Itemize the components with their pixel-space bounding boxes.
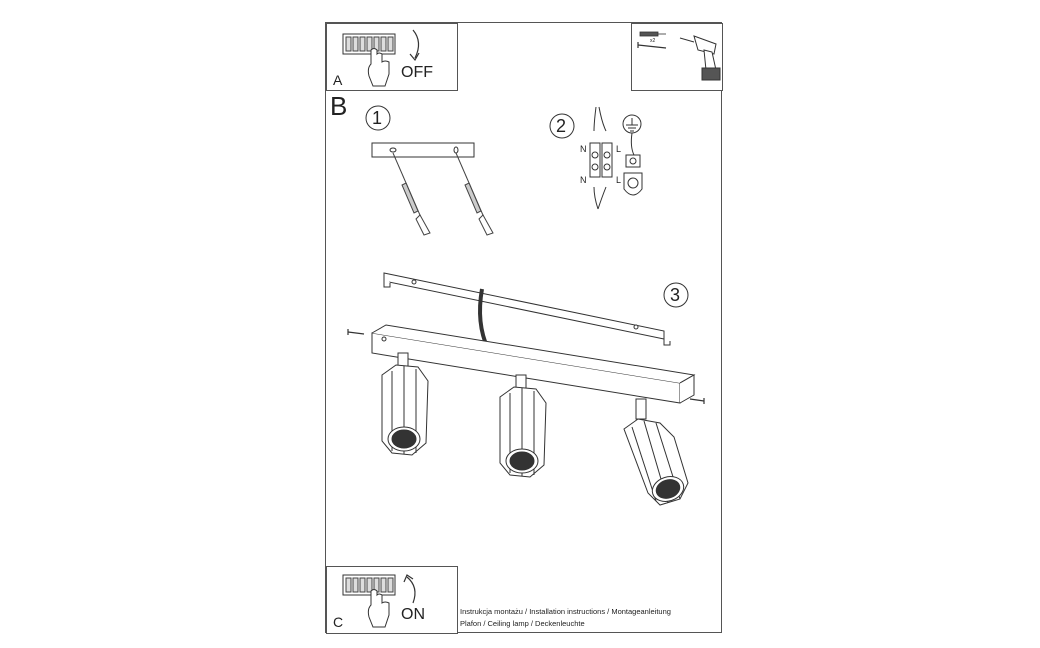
screw-icon [392,152,494,236]
spotlight-right [623,398,689,506]
instruction-sheet: A OFF x2 B 1 2 3 [325,22,723,634]
mounting-plate [371,142,475,158]
hand-icon [367,48,390,87]
lamp-body [371,324,696,404]
screw-icon [637,42,667,49]
anchor-count-label: x2 [650,38,656,44]
wall-plug-icon [639,31,666,37]
wire-label-l-bottom: L [616,175,622,185]
terminal-block-icon [589,106,613,210]
arrow-up-icon [403,574,416,604]
mounting-bar [383,272,671,346]
step-1-drawing [371,142,494,236]
step-3-drawing [347,272,705,506]
step-3-number: 3 [670,285,681,305]
panel-c: C ON [326,566,458,634]
wire-label-l-top: L [616,144,622,154]
step-2-drawing [589,106,643,210]
step-circles [365,105,689,308]
wire-label-n-top: N [580,144,587,154]
off-label: OFF [401,64,433,81]
panel-a: A OFF [326,23,458,91]
panel-c-letter: C [333,614,344,630]
hand-icon [367,589,390,628]
circuit-breaker-icon [342,574,416,628]
drill-icon [679,35,721,81]
wire-label-n-bottom: N [580,175,587,185]
on-label: ON [401,606,425,623]
panel-b-letter: B [330,91,348,121]
spotlight-left [381,352,429,456]
spotlight-middle [499,374,547,478]
tools-panel: x2 [631,23,723,91]
arrow-down-icon [409,29,420,62]
footer-line-2: Plafon / Ceiling lamp / Deckenleuchte [460,619,585,628]
circuit-breaker-icon [342,29,420,87]
ground-symbol-icon [622,114,643,196]
screw-icon [347,329,705,404]
footer-line-1: Instrukcja montażu / Installation instru… [460,607,671,616]
step-2-number: 2 [556,116,567,136]
panel-a-letter: A [333,72,343,88]
step-1-number: 1 [372,108,383,128]
